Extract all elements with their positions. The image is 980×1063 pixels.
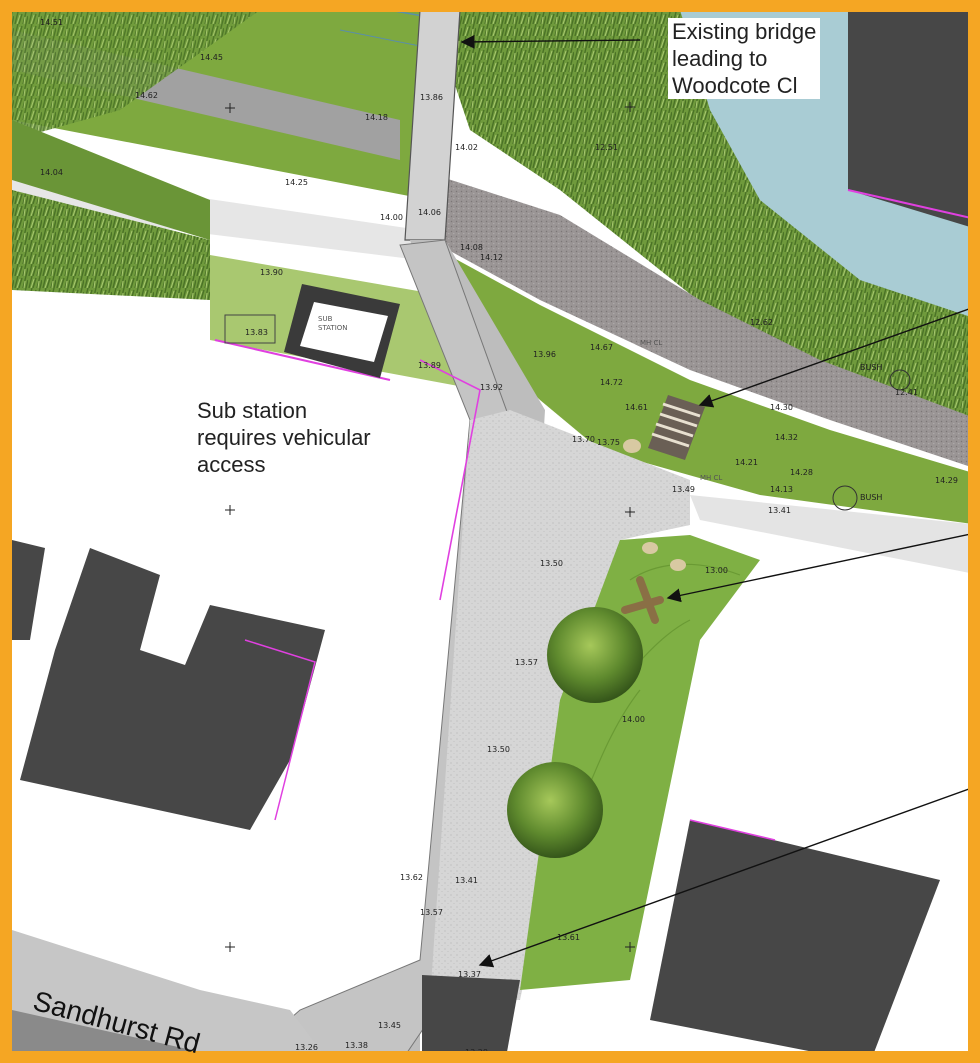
spot-level: 14.08: [460, 243, 483, 252]
bush-symbol: [832, 485, 858, 511]
spot-level: 14.25: [285, 178, 308, 187]
building-west: [20, 548, 325, 830]
site-boundary: [419, 359, 481, 601]
crossing-leader-line: [698, 304, 980, 408]
spot-level: 12.51: [595, 143, 618, 152]
spot-level: 14.62: [135, 91, 158, 100]
bridge-callout-line-2: leading to: [672, 46, 768, 71]
substation-callout: Sub station requires vehicular access: [197, 397, 371, 478]
riverside-path: [420, 170, 980, 470]
spot-level: 13.41: [768, 506, 791, 515]
spot-level: 13.38: [345, 1041, 368, 1050]
spot-level: 13.57: [420, 908, 443, 917]
building-south: [422, 975, 520, 1063]
bush-label: BUSH: [860, 493, 882, 502]
spot-level: 14.72: [600, 378, 623, 387]
substation-callout-line-1: Sub station: [197, 398, 308, 423]
spot-level: 12.41: [895, 388, 918, 397]
bridge-callout: Existing bridge leading to Woodcote Cl: [668, 18, 821, 99]
spot-level: 13.50: [487, 745, 510, 754]
log-feature: [621, 576, 664, 624]
spot-levels: 14.51 14.62 14.45 13.86 14.18 14.04 14.2…: [40, 18, 958, 1057]
building-southeast: [650, 820, 940, 1063]
spot-level: 14.00: [622, 715, 645, 724]
spot-level: 14.28: [790, 468, 813, 477]
spot-level: 13.96: [533, 350, 556, 359]
spot-level: 14.04: [40, 168, 63, 177]
spot-level: 14.29: [935, 476, 958, 485]
bridge-callout-line-1: Existing bridge: [672, 19, 817, 44]
spot-level: 13.41: [455, 876, 478, 885]
spot-level: 13.83: [245, 328, 268, 337]
manhole-label-1: MH CL: [640, 339, 662, 347]
manhole-label-2: MH CL: [700, 474, 722, 482]
substation-label-1: SUB: [318, 315, 333, 323]
bridge-callout-line-3: Woodcote Cl: [672, 73, 798, 98]
spot-level: 14.13: [770, 485, 793, 494]
spot-level: 13.62: [400, 873, 423, 882]
bridge-leader-line: [460, 34, 641, 49]
substation-callout-line-2: requires vehicular: [197, 425, 371, 450]
spot-level: 13.49: [672, 485, 695, 494]
spot-level: 14.61: [625, 403, 648, 412]
spot-level: 14.02: [455, 143, 478, 152]
spot-level: 14.12: [480, 253, 503, 262]
spot-level: 13.26: [295, 1043, 318, 1052]
spot-level: 14.18: [365, 113, 388, 122]
tree-north: [547, 607, 643, 703]
planting-leader-line: [666, 531, 980, 603]
spot-level: 14.00: [380, 213, 403, 222]
spot-level: 13.61: [557, 933, 580, 942]
building-northeast: [848, 10, 980, 230]
spot-level: 13.50: [540, 559, 563, 568]
spot-level: 13.89: [418, 361, 441, 370]
spot-level: 13.00: [705, 566, 728, 575]
spot-level: 13.37: [458, 970, 481, 979]
spot-level: 14.21: [735, 458, 758, 467]
spot-level: 13.70: [572, 435, 595, 444]
spot-level: 13.45: [378, 1021, 401, 1030]
spot-level: 13.57: [515, 658, 538, 667]
pedestrian-crossing: [648, 395, 705, 460]
spot-level: 13.92: [480, 383, 503, 392]
spot-level: 13.90: [260, 268, 283, 277]
spot-level: 14.32: [775, 433, 798, 442]
substation-label-2: STATION: [318, 324, 348, 332]
spot-level: 13.75: [597, 438, 620, 447]
spot-level: 14.45: [200, 53, 223, 62]
tree-south: [507, 762, 603, 858]
spot-level: 14.51: [40, 18, 63, 27]
bush-label-upper: BUSH: [860, 363, 882, 372]
substation-callout-line-3: access: [197, 452, 266, 477]
spot-level: 14.67: [590, 343, 613, 352]
spot-level: 14.06: [418, 208, 441, 217]
spot-level: 12.62: [750, 318, 773, 327]
entrance-leader-line: [478, 784, 980, 968]
spot-level: 14.30: [770, 403, 793, 412]
spot-level: 13.86: [420, 93, 443, 102]
